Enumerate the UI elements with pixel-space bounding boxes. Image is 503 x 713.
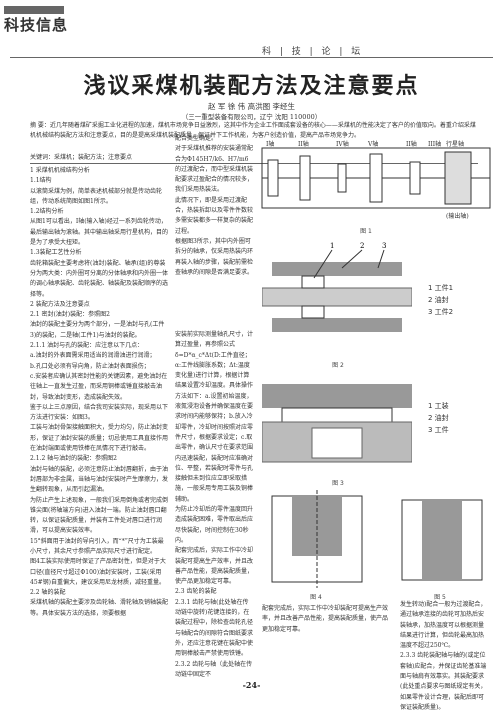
legend-item: 1 工件1 bbox=[428, 284, 454, 292]
figure-2-caption: 图 2 bbox=[332, 362, 344, 369]
paragraph: 配套完成后，实际工作中冷却装配可提高生产效率，并且改善产品性能，提高装配质量，使… bbox=[262, 605, 389, 633]
gear bbox=[409, 161, 421, 195]
paragraph: 2.1.1 油封与孔的装配：应注意以下几点： bbox=[30, 342, 144, 350]
authors: 赵 军 徐 伟 高洪图 李经生 bbox=[208, 102, 295, 111]
shaft-label: II轴 bbox=[406, 140, 417, 148]
heading: 2.1.2 轴与油封的装配：参照图2 bbox=[30, 455, 117, 463]
journal-logo: 科技信息 bbox=[4, 16, 69, 34]
abstract-rule bbox=[30, 163, 478, 164]
figure-4-caption: 图 4 bbox=[310, 594, 322, 601]
figure-3-caption: 图 3 bbox=[332, 480, 344, 487]
journal-logo-bar bbox=[4, 6, 64, 14]
heading: 1 采煤机机械结构分析 bbox=[30, 167, 90, 174]
paragraph: 鉴于以上三点原因，结合我司安装实际，现采用以下方法进行安装：如图3。 bbox=[30, 403, 169, 422]
figure-5-diagram bbox=[401, 499, 483, 581]
callout-line bbox=[341, 249, 363, 269]
tooling bbox=[262, 384, 412, 408]
gear bbox=[299, 155, 311, 201]
shaft-label: III轴 bbox=[428, 140, 441, 148]
paragraph: 油封的装配主要分为两个部分，一是油封与孔(工件3)的装配，二是轴(工件1)与油封… bbox=[30, 321, 165, 339]
shaft-label: IV轴 bbox=[336, 140, 349, 148]
paragraph: 根据图3所示，其中内外圈可拆分的轴承，仅采用热装内环再装入轴的步骤，装配前需检查… bbox=[175, 237, 254, 276]
paragraph: 图4工装实际使用时保证了产品密封性，但是对于大口径(直径尺寸超过Φ100)油封安… bbox=[30, 558, 166, 586]
heading: 1.3装配工艺性分析 bbox=[30, 249, 82, 257]
heading: 2.1 密封(油封)装配：参照图2 bbox=[30, 311, 110, 319]
paragraph: 配合类型确定。 bbox=[175, 135, 218, 142]
shaft-label: I轴 bbox=[266, 140, 274, 148]
paragraph: 对于采煤机推荐的安装通常配合为Φ145H7/k6、H7/m6的过渡配合，而中型采… bbox=[175, 145, 254, 194]
abstract: 摘 要：近几年随着煤矿采掘工业化进程的加速，煤机市场竞争日益激烈，这其中作为企业… bbox=[30, 122, 476, 139]
column-2-continued: 安装前实际测量轴孔尺寸，计算过盈量，再参照公式δ=D*α_c*Δt(D:工件直径… bbox=[175, 330, 253, 680]
callout: 3 bbox=[382, 242, 386, 250]
column-2-bottom: 配套完成后，实际工作中冷却装配可提高生产效率，并且改善产品性能，提高装配质量，使… bbox=[262, 604, 392, 635]
oil-seal-bottom bbox=[301, 305, 325, 319]
legend-item: 2 油封 bbox=[428, 296, 449, 304]
paragraph: 油封与轴的装配，必须注意防止油封唇翻折，由于油封唇部为非金属，当轴与油封安装时产… bbox=[30, 465, 169, 494]
housing-bottom bbox=[272, 318, 402, 332]
shaft-label: V轴 bbox=[367, 140, 378, 148]
column-3: 发生转动)配合一般为过渡配合，通过轴承连接的齿轮可加热后安装轴承，加热温度可以根… bbox=[400, 600, 488, 713]
paragraph: 配套完成后，实际工作中冷却装配可提高生产效率，并且改善产品性能，提高装配质量，使… bbox=[175, 547, 254, 586]
heading: 2.2 轴的装配 bbox=[30, 589, 66, 597]
paragraph: c.安装者应确认其密封性能的关键因素，避免油封在往轴上一直发生过盈，而采用铜棒或… bbox=[30, 372, 168, 401]
paragraph: 采煤机轴的装配主要涉及齿轮轴、滑轮轴及销轴装配等。具体安装方法的选择，须要根据 bbox=[30, 599, 169, 617]
housing-top bbox=[272, 262, 402, 276]
affiliation: （三一重型装备有限公司，辽宁 沈阳 110000） bbox=[181, 113, 322, 121]
heading: 1.1结构 bbox=[30, 177, 52, 185]
shaft-label: (输出轴) bbox=[446, 212, 469, 220]
heading: 2 装配方法及注意要点 bbox=[30, 300, 90, 308]
paragraph: b.孔口处必须有导向角，防止油封表面损伤； bbox=[30, 362, 150, 370]
paragraph: 为防止产生上述现象，一般我们采用倒角或者完成倒锥尖面(将轴端方向)进入油封一端。… bbox=[30, 496, 169, 535]
column-1: 1 采煤机机械结构分析 1.1结构 以滚筒采煤为例，简单表述机械部分就是传动齿轮… bbox=[30, 166, 168, 619]
paragraph: 2.3.1 齿轮与轴(此处轴在传动链中旋转)花键连接的，在装配过程中，除检查齿轮… bbox=[175, 598, 254, 658]
header-rule bbox=[10, 57, 493, 58]
figure-4-diagram bbox=[271, 490, 363, 588]
paragraph: 2.3.2 齿轮与轴（此处轴在传动链中固定不 bbox=[175, 660, 253, 678]
figure-2-diagram: 1 2 3 bbox=[262, 242, 412, 332]
gear bbox=[337, 163, 347, 193]
callout: 1 bbox=[330, 242, 334, 250]
paragraph: 从图1可以看出，I轴(输入轴)经过一系列齿轮传动，最后输出轴为滚轴。其中输出轴采… bbox=[30, 218, 169, 247]
page-number: -24- bbox=[242, 680, 261, 690]
paragraph: 15°斜面用于油封的导向引入，而“*”尺寸为工装最小尺寸，其余尺寸参照产品实际尺… bbox=[30, 537, 164, 555]
heading: 1.2结构分析 bbox=[30, 208, 64, 216]
paragraph: a.油封的外表面需采用适当的润滑油进行润滑； bbox=[30, 352, 156, 360]
shaft-section bbox=[422, 500, 462, 580]
keywords: 关键词：采煤机；装配方法；注意要点 bbox=[30, 154, 133, 161]
legend-item: 1 工装 bbox=[428, 402, 449, 410]
callout-line bbox=[377, 249, 385, 269]
figure-1-diagram: I轴 II轴 IV轴 V轴 II轴 III轴 行星轴 (输出轴) bbox=[261, 140, 491, 220]
shaft-label: II轴 bbox=[298, 140, 309, 148]
section-label: 科 | 技 | 论 | 坛 bbox=[262, 47, 364, 57]
paragraph: 工装与油封骨架接触面积大，受力均匀，防止油封变形，保证了油封安装的质量；切忌使用… bbox=[30, 424, 169, 453]
shaft bbox=[262, 287, 412, 307]
gear bbox=[267, 159, 279, 197]
paragraph: 安装前实际测量轴孔尺寸，计算过盈量，再参照公式δ=D*α_c*Δt(D:工件直径… bbox=[175, 331, 254, 503]
paragraph: 发生转动)配合一般为过渡配合，通过轴承连接的齿轮可加热后安装轴承，加热温度可以根… bbox=[400, 601, 487, 650]
heading: 2.3 齿轮的装配 bbox=[175, 588, 217, 596]
legend-item: 3 工件 bbox=[428, 426, 449, 434]
oil-seal bbox=[281, 407, 393, 423]
planetary-gear bbox=[444, 151, 472, 205]
callout: 2 bbox=[360, 242, 364, 250]
legend-item: 2 油封 bbox=[428, 414, 449, 422]
paragraph: 为防止冷却后的零件温度回升造成装配困难，零件取出后应尽快装配，时间控制在30秒内… bbox=[175, 506, 254, 544]
figure-5-caption: 图 5 bbox=[434, 594, 446, 601]
article-title: 浅议采煤机装配方法及注意要点 bbox=[83, 73, 420, 99]
bore bbox=[311, 427, 363, 459]
callout-line bbox=[313, 249, 333, 279]
paragraph: 齿轮箱装配主要考虑将(油封)装配、轴承(组)的尊装分为两大类：内外圈可分离的分体… bbox=[30, 259, 169, 298]
column-2: 配合类型确定。 对于采煤机推荐的安装通常配合为Φ145H7/k6、H7/m6的过… bbox=[175, 134, 253, 278]
paragraph: 以滚筒采煤为例，简单表述机械部分就是传动齿轮组，传动系统简图如图1所示。 bbox=[30, 187, 163, 205]
paragraph: 此情况下，即是采用过渡配合，热装拆卸以及零件件数较多需安装都多一样复杂的装配过程… bbox=[175, 196, 254, 235]
gear bbox=[369, 153, 383, 203]
oil-seal-top bbox=[301, 275, 325, 289]
legend-item: 3 工件2 bbox=[428, 308, 454, 316]
figure-2-legend: 1 工件1 2 油封 3 工件2 bbox=[428, 282, 488, 318]
figure-3-legend: 1 工装 2 油封 3 工件 bbox=[428, 400, 488, 436]
shaft-label: 行星轴 bbox=[446, 140, 464, 148]
figure-3-diagram bbox=[262, 384, 412, 463]
figure-1-caption: 图 1 bbox=[360, 228, 372, 235]
